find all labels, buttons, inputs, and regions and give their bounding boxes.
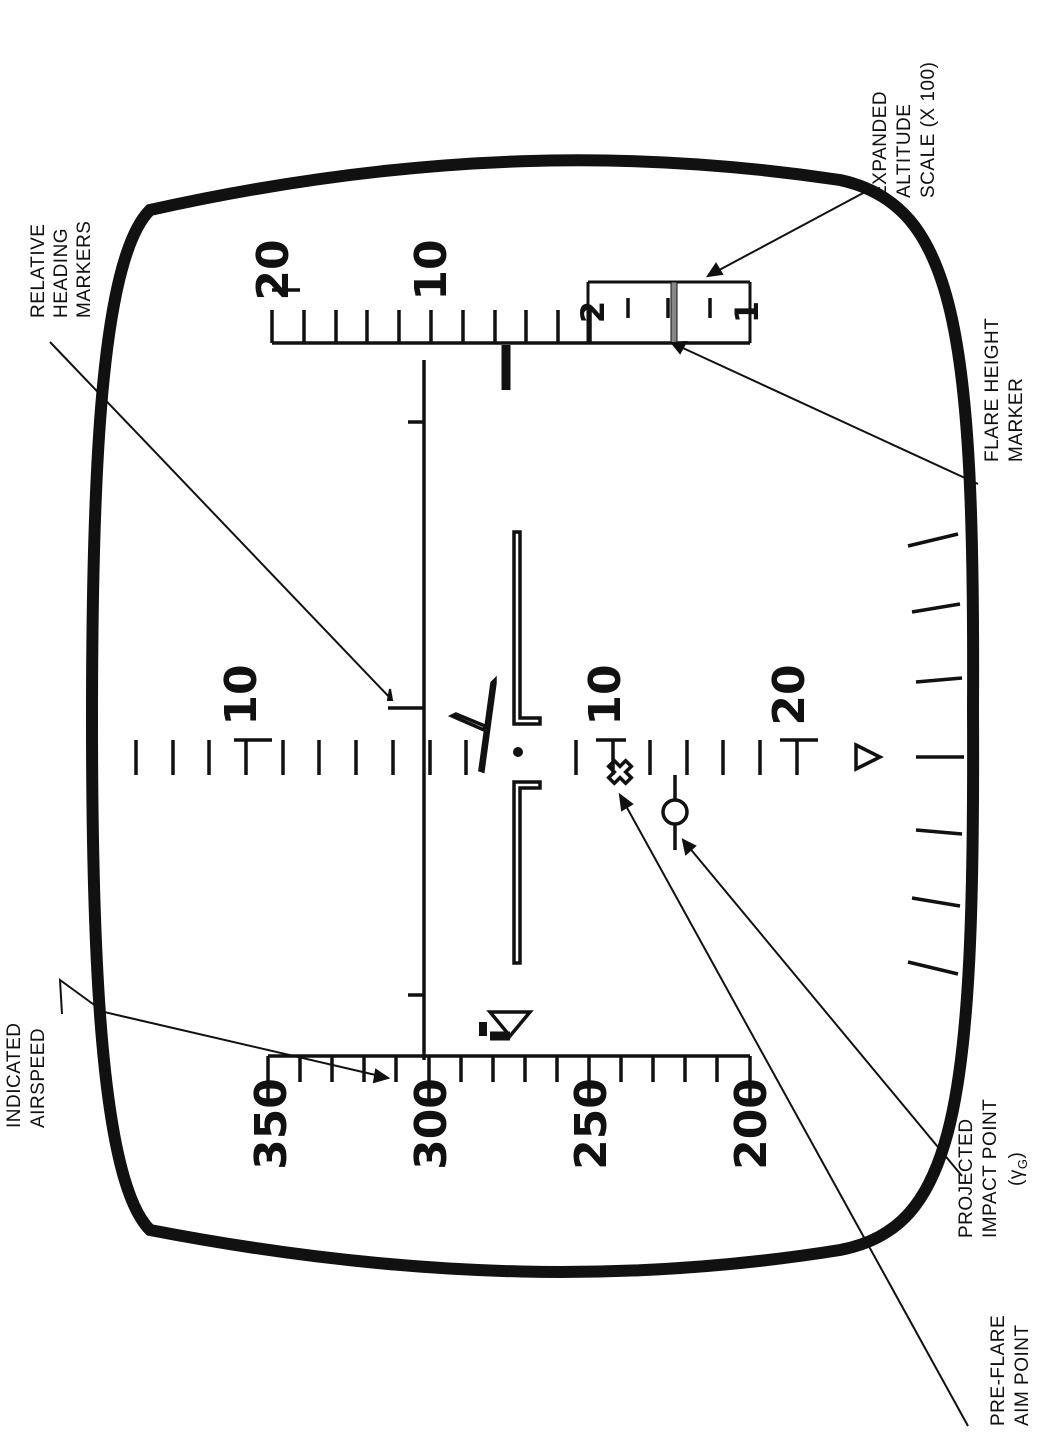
svg-text:AIRSPEED: AIRSPEED <box>28 1028 49 1128</box>
callout-expanded-altitude-scale: EXPANDED ALTITUDE SCALE (X 100) <box>870 62 939 198</box>
flight-path-symbol <box>447 675 497 774</box>
svg-text:ALTITUDE: ALTITUDE <box>894 104 915 198</box>
svg-text:SCALE (X 100): SCALE (X 100) <box>918 62 939 198</box>
flare-height-marker <box>670 281 678 344</box>
pitch-label-left-10: 10 <box>216 664 267 725</box>
bank-scale <box>907 532 964 976</box>
expanded-label-1: 1 <box>728 301 766 323</box>
svg-text:IMPACT POINT: IMPACT POINT <box>980 1099 1001 1238</box>
aircraft-symbol <box>512 530 542 965</box>
altitude-label-20: 20 <box>248 239 299 300</box>
airspeed-label-350: 350 <box>246 1078 297 1170</box>
svg-text:FLARE HEIGHT: FLARE HEIGHT <box>982 318 1003 462</box>
heading-triangle <box>854 742 884 772</box>
svg-text:INDICATED: INDICATED <box>4 1023 25 1128</box>
airspeed-ticks <box>266 1056 752 1100</box>
svg-text:RELATIVE: RELATIVE <box>28 224 49 318</box>
crt-frame <box>85 154 980 1278</box>
pre-flare-aim-point-symbol <box>606 758 634 786</box>
svg-text:PRE-FLARE: PRE-FLARE <box>988 1315 1009 1426</box>
svg-text:MARKER: MARKER <box>1006 378 1027 462</box>
pitch-label-right-10: 10 <box>580 664 631 725</box>
airspeed-label-200: 200 <box>726 1078 777 1170</box>
leader-lines <box>49 191 979 1427</box>
svg-text:EXPANDED: EXPANDED <box>870 91 891 198</box>
altitude-label-10: 10 <box>406 239 457 300</box>
projected-impact-point-symbol <box>661 775 689 850</box>
expanded-altitude-scale <box>586 280 752 344</box>
airspeed-pointer <box>479 1010 534 1041</box>
svg-text:HEADING: HEADING <box>51 228 72 318</box>
callout-flare-height-marker: FLARE HEIGHT MARKER <box>982 318 1027 462</box>
altitude-ticks <box>270 288 592 343</box>
callout-projected-impact-point: PROJECTED IMPACT POINT (γG) <box>956 1099 1030 1238</box>
callout-pre-flare-aim-point: PRE-FLARE AIM POINT <box>988 1315 1033 1426</box>
pitch-label-right-20: 20 <box>764 664 815 725</box>
svg-text:(γG): (γG) <box>1006 1152 1030 1186</box>
airspeed-label-250: 250 <box>566 1078 617 1170</box>
callout-relative-heading-markers: RELATIVE HEADING MARKERS <box>28 221 95 318</box>
airspeed-label-300: 300 <box>406 1078 457 1170</box>
svg-text:PROJECTED: PROJECTED <box>956 1118 977 1238</box>
pitch-scale <box>134 738 818 775</box>
svg-text:AIM POINT: AIM POINT <box>1012 1324 1033 1426</box>
svg-text:MARKERS: MARKERS <box>74 221 95 318</box>
callout-indicated-airspeed: INDICATED AIRSPEED <box>4 1023 49 1128</box>
expanded-label-2: 2 <box>574 301 612 323</box>
